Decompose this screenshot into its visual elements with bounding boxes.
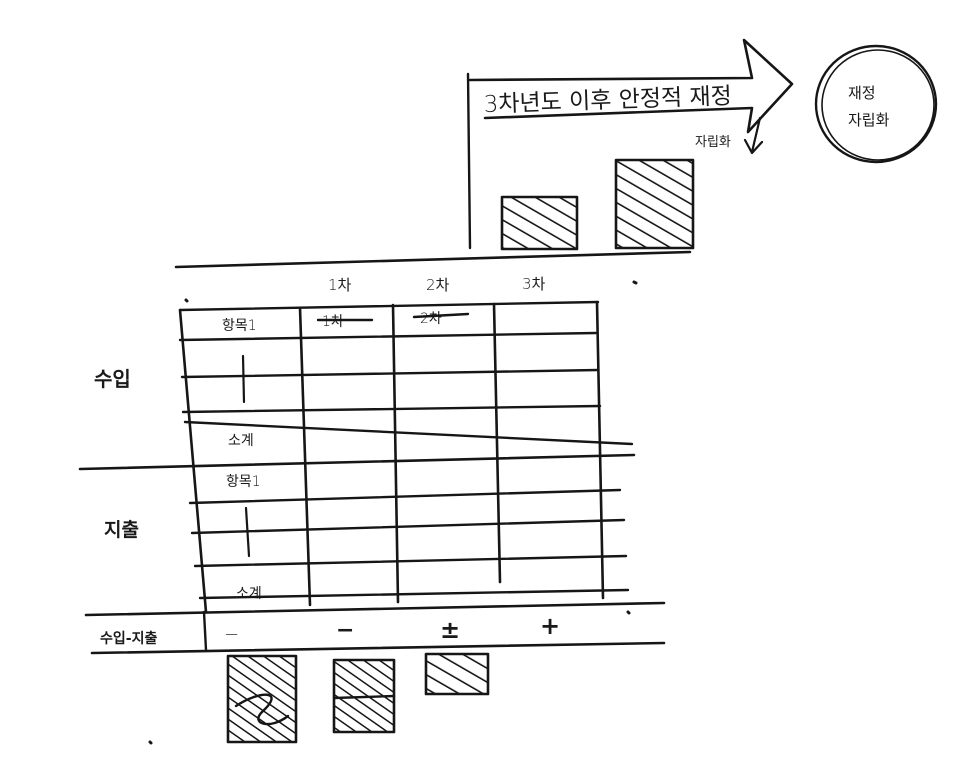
pen-specks <box>148 280 638 745</box>
column-header-1: 1차 <box>328 276 352 294</box>
deficit-bar-year2 <box>424 652 490 696</box>
balance-row-bottom <box>90 641 666 655</box>
balance-row-label: 수입-지출 <box>100 630 157 647</box>
income-item-continuation <box>241 354 246 404</box>
independence-circle: 재정 자립화 <box>814 44 938 164</box>
circle-label-line2: 자립화 <box>848 111 890 129</box>
expense-item-continuation <box>244 506 251 558</box>
column-header-2: 2차 <box>426 276 450 294</box>
first-row-mark-1: 1차 <box>322 314 344 330</box>
table-label-divider <box>298 306 312 607</box>
expense-section-bottom <box>84 601 666 617</box>
deficit-bar-initial <box>226 654 298 744</box>
expense-section-label: 지출 <box>104 519 139 541</box>
table-right-border <box>595 300 605 600</box>
sub-arrow-tick <box>743 116 764 155</box>
income-subtotal-label: 소계 <box>228 433 254 449</box>
balance-sign-year3: + <box>540 612 560 640</box>
top-bars <box>500 158 695 251</box>
top-chart-axis <box>466 72 472 250</box>
balance-sign-label-col: − <box>224 624 239 645</box>
column-header-3: 3차 <box>522 275 546 293</box>
first-row-marks: 1차 2차 <box>316 311 470 330</box>
income-section-label: 수입 <box>94 367 131 391</box>
expense-subtotal-label: 소계 <box>236 586 262 602</box>
income-section-bottom <box>78 453 636 471</box>
top-chart-baseline <box>174 250 692 269</box>
income-item-label: 항목1 <box>222 318 257 334</box>
funding-arrow <box>468 38 794 134</box>
balance-sign-year1: − <box>336 618 354 643</box>
funding-arrow-text: 3차년도 이후 안정적 재정 <box>483 83 732 118</box>
balance-signs: − − ± + <box>224 612 560 645</box>
budget-table-grid <box>78 300 666 655</box>
circle-outline <box>814 44 938 164</box>
funding-sub-label: 자립화 <box>695 135 731 150</box>
first-row-mark-2: 2차 <box>420 311 442 327</box>
row-labels: 수입 지출 항목1 소계 항목1 소계 수입-지출 <box>94 318 262 647</box>
table-col-divider-1 <box>391 303 400 604</box>
column-headers: 1차 2차 3차 <box>328 275 546 294</box>
deficit-bars <box>226 652 490 744</box>
table-left-border <box>178 308 208 614</box>
top-bar-year2 <box>500 195 579 251</box>
expense-item-label: 항목1 <box>226 474 261 490</box>
table-col-divider-2 <box>492 302 502 584</box>
balance-row-divider <box>202 610 208 652</box>
circle-label-line1: 재정 <box>848 84 876 102</box>
balance-sign-year2: ± <box>440 616 460 644</box>
top-bar-year3 <box>614 158 695 250</box>
